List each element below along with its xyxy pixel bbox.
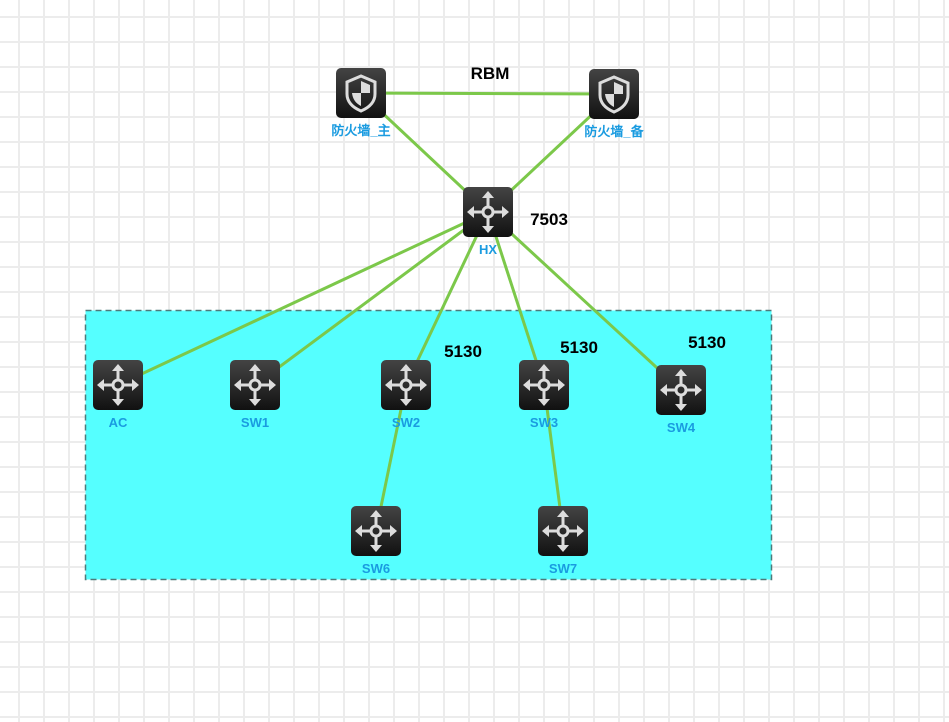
link-hx-sw3[interactable] [486, 211, 546, 386]
link-hx-ac[interactable] [117, 210, 489, 387]
node-fw_main[interactable]: 防火墙_主 [331, 68, 391, 138]
switch-arrows-icon [467, 191, 509, 233]
shield-firewall-icon [345, 74, 377, 113]
switch-arrows-icon [523, 364, 565, 406]
node-label-sw7: SW7 [549, 561, 577, 576]
hx-model-label: 7503 [530, 210, 568, 229]
access-layer-area [84, 309, 773, 581]
node-label-sw3: SW3 [530, 415, 558, 430]
shield-firewall-icon [598, 75, 630, 114]
node-ac[interactable]: AC [93, 360, 143, 430]
switch-arrows-icon [234, 364, 276, 406]
node-sw7[interactable]: SW7 [538, 506, 588, 576]
link-hx-sw1[interactable] [254, 210, 489, 387]
sw3-model-label: 5130 [560, 338, 598, 357]
switch-arrows-icon [660, 369, 702, 411]
node-label-ac: AC [109, 415, 128, 430]
node-sw1[interactable]: SW1 [230, 360, 280, 430]
switch-arrows-icon [355, 510, 397, 552]
link-hx-sw4[interactable] [486, 210, 683, 392]
node-sw6[interactable]: SW6 [351, 506, 401, 576]
node-label-fw_main: 防火墙_主 [331, 123, 390, 138]
node-label-sw6: SW6 [362, 561, 390, 576]
node-sw4[interactable]: SW4 [656, 365, 706, 435]
node-label-sw2: SW2 [392, 415, 420, 430]
link-hx-sw2[interactable] [404, 211, 490, 386]
node-label-fw_backup: 防火墙_备 [584, 124, 644, 139]
link-fw_main-fw_backup[interactable] [360, 91, 615, 96]
node-sw2[interactable]: SW2 [381, 360, 431, 430]
node-label-sw1: SW1 [241, 415, 269, 430]
sw2-model-label: 5130 [444, 342, 482, 361]
switch-arrows-icon [97, 364, 139, 406]
switch-arrows-icon [385, 364, 427, 406]
node-fw_backup[interactable]: 防火墙_备 [584, 69, 645, 139]
switch-arrows-icon [542, 510, 584, 552]
sw4-model-label: 5130 [688, 333, 726, 352]
rbm-label: RBM [471, 64, 510, 83]
node-sw3[interactable]: SW3 [519, 360, 569, 430]
node-label-hx: HX [479, 242, 497, 257]
node-hx[interactable]: HX [463, 187, 513, 257]
node-label-sw4: SW4 [667, 420, 696, 435]
